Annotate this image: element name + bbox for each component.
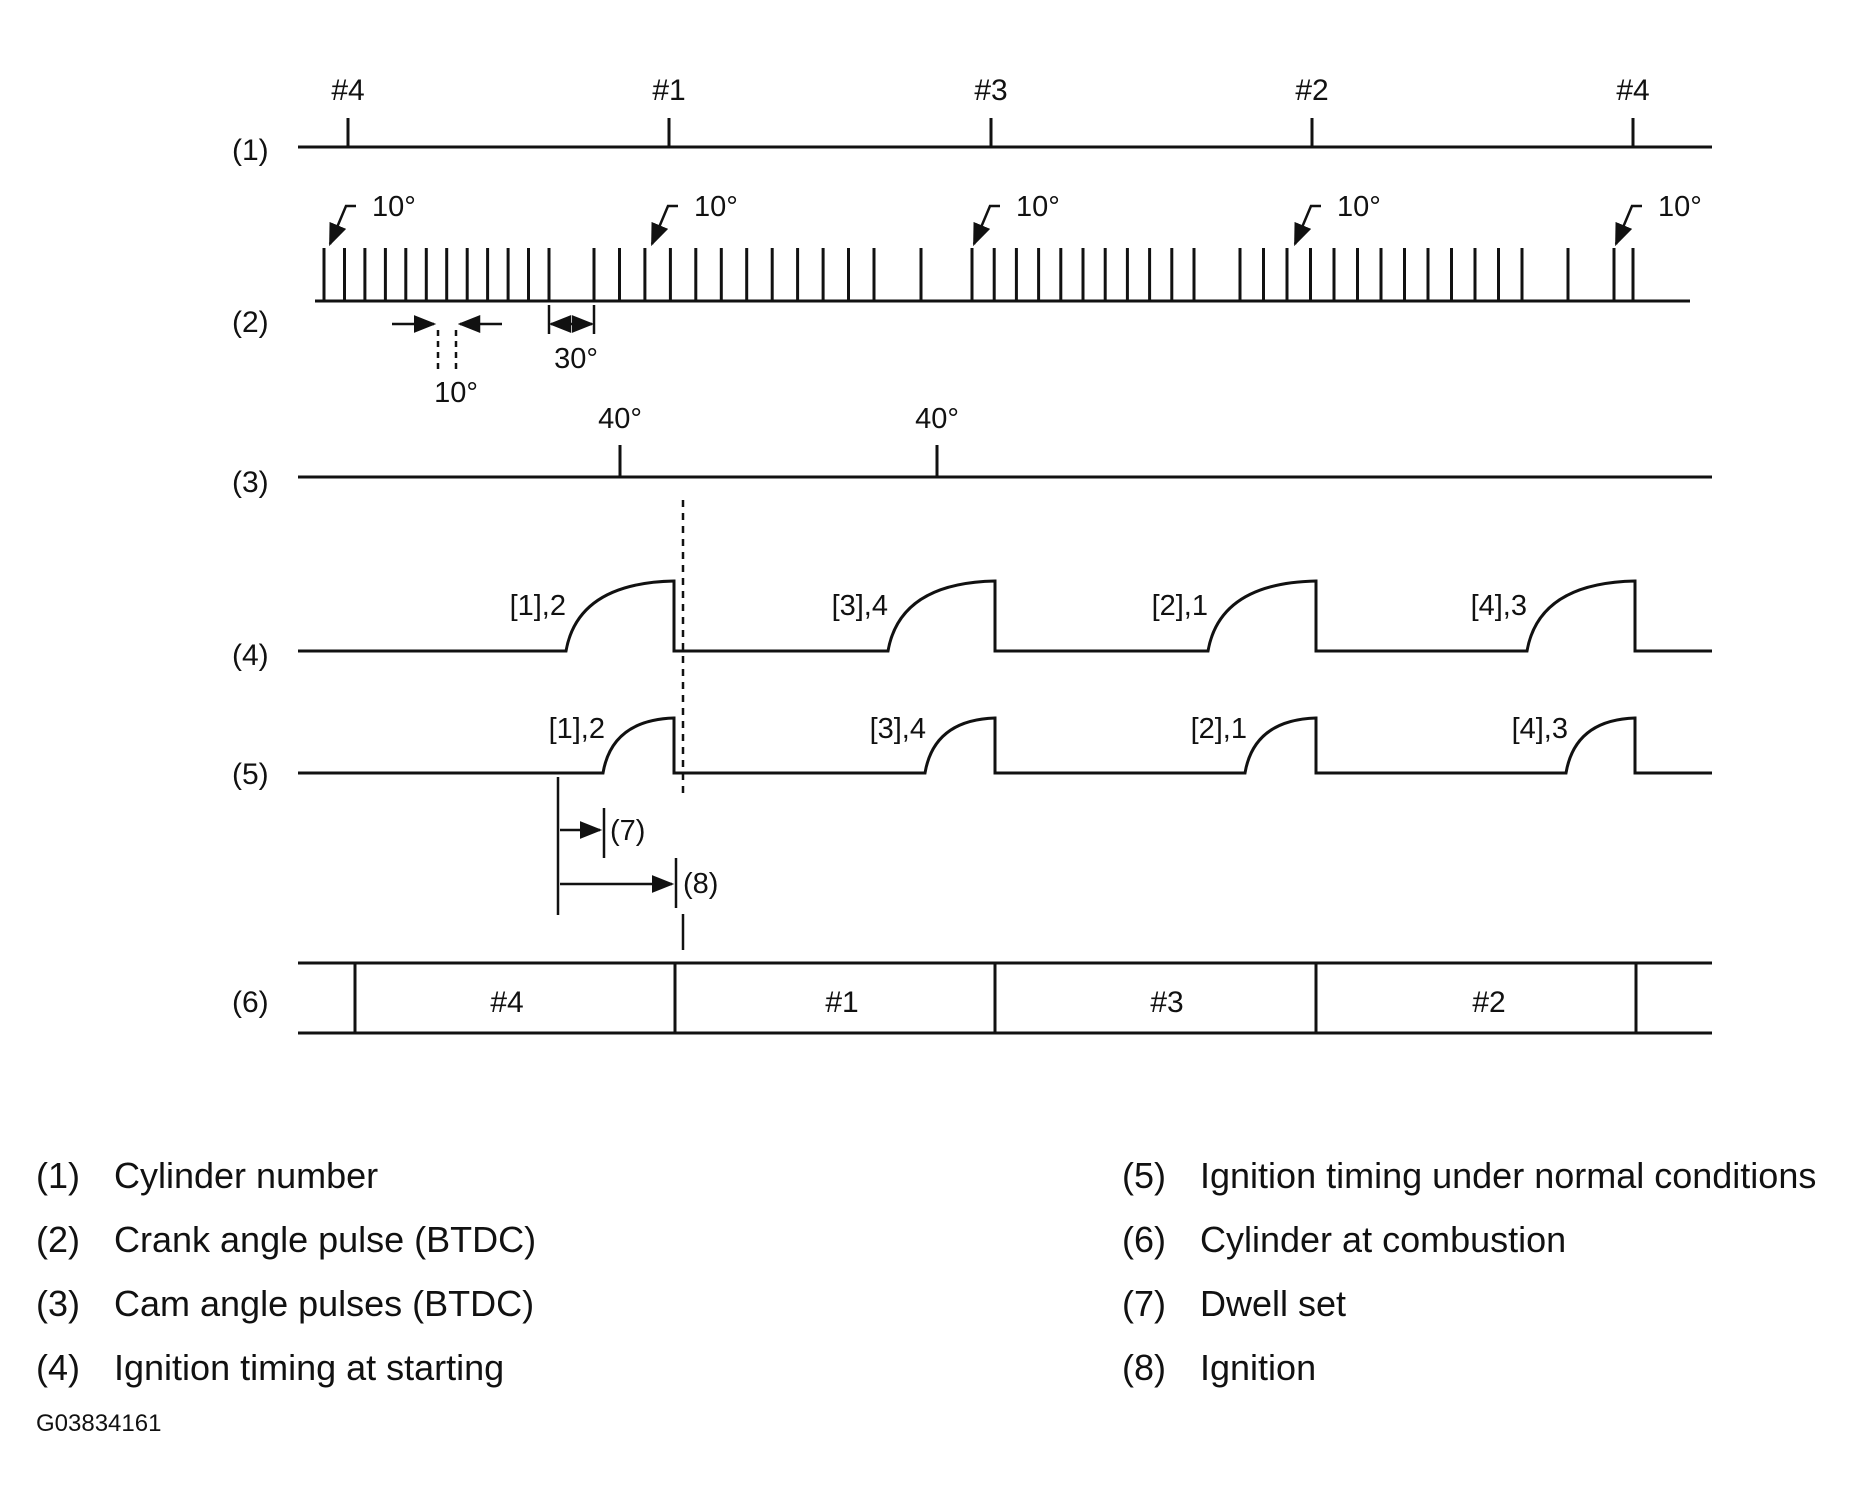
tooth-angle-label: 10° [1016,191,1060,223]
tooth-spacing-label: 10° [434,377,478,409]
figure-id: G03834161 [36,1410,162,1437]
ignition-marker-label: (8) [683,868,718,900]
dwell-ignition-markers [556,777,685,950]
tooth-callout-arrow [1614,204,1642,247]
tooth-callout-arrow [972,204,1000,247]
tooth-callout-arrow [1293,204,1321,247]
row-label-6: (6) [232,986,269,1019]
tooth-callout-arrow [328,204,356,247]
cylinder-label: #4 [331,74,364,107]
row-label-2: (2) [232,306,269,339]
start-pulse-label: [4],3 [1471,590,1527,622]
tooth-callout-arrow [650,204,678,247]
cylinder-label: #4 [1616,74,1649,107]
row-label-1: (1) [232,134,269,167]
tooth-angle-label: 10° [372,191,416,223]
dwell-marker-label: (7) [610,815,645,847]
cam-pulse-label: 40° [915,403,959,435]
cam-pulse-label: 40° [598,403,642,435]
start-timing-waveform [298,579,1712,653]
cylinder-number-row [298,118,1712,149]
start-pulse-label: [3],4 [832,590,888,622]
row-label-5: (5) [232,758,269,791]
tooth-angle-label: 10° [1337,191,1381,223]
normal-pulse-label: [4],3 [1512,713,1568,745]
cylinder-label: #3 [974,74,1007,107]
normal-pulse-label: [1],2 [549,713,605,745]
row-label-3: (3) [232,466,269,499]
combustion-cell-label: #2 [1472,986,1505,1019]
combustion-cell-label: #3 [1150,986,1183,1019]
tooth-spacing-dimension [392,315,502,372]
row-label-4: (4) [232,639,269,672]
gap-dimension [547,305,596,334]
gap-label: 30° [554,343,598,375]
normal-pulse-label: [3],4 [870,713,926,745]
tooth-callouts [328,204,1642,247]
start-waveform-path [298,579,1712,653]
start-pulse-label: [1],2 [510,590,566,622]
start-pulse-label: [2],1 [1152,590,1208,622]
normal-pulse-label: [2],1 [1191,713,1247,745]
normal-waveform-path [298,716,1712,775]
combustion-row [298,961,1712,1035]
crank-pulse-row [315,248,1690,303]
cylinder-label: #2 [1295,74,1328,107]
cylinder-label: #1 [652,74,685,107]
cam-pulse-row [298,445,1712,479]
combustion-cell-label: #4 [490,986,523,1019]
tooth-angle-label: 10° [694,191,738,223]
normal-timing-waveform [298,716,1712,775]
tooth-angle-label: 10° [1658,191,1702,223]
combustion-cell-label: #1 [825,986,858,1019]
